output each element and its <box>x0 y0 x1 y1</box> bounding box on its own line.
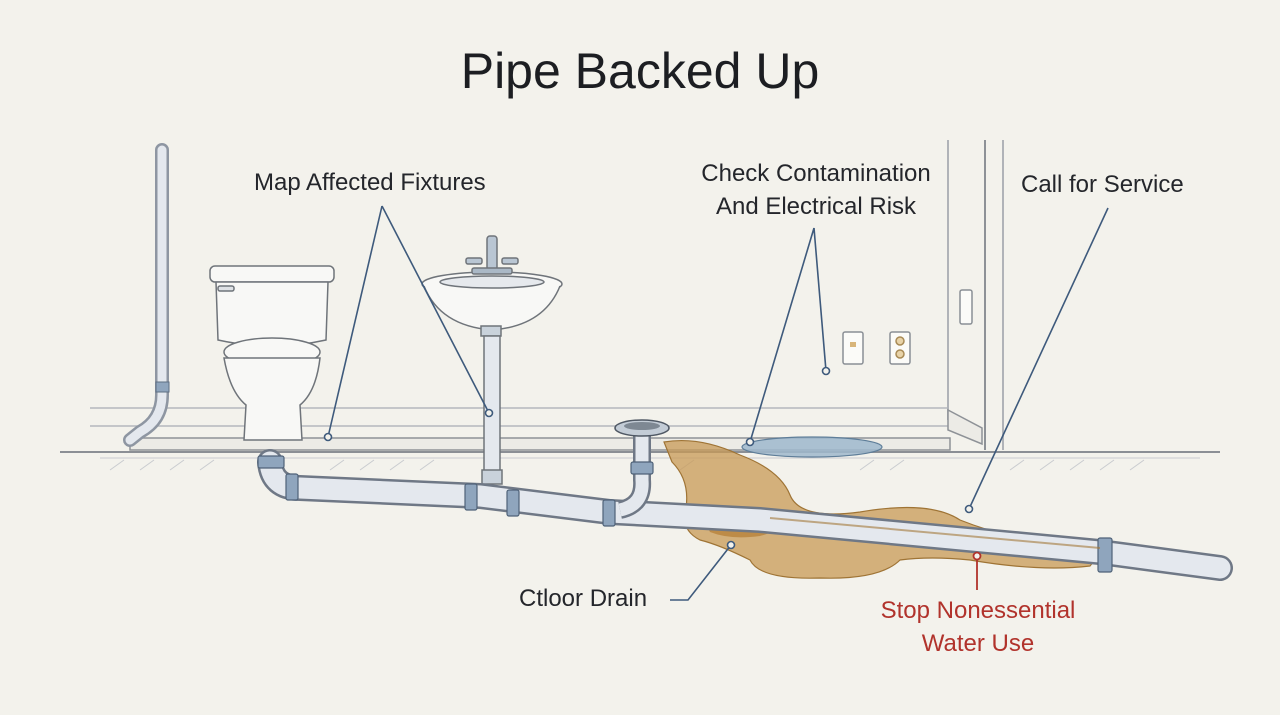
sink-illustration <box>421 235 563 485</box>
toilet-illustration <box>209 265 335 441</box>
label-stop-water-line2: Water Use <box>921 630 1035 657</box>
callout-leader-lines <box>327 205 1109 601</box>
label-map-affected-fixtures: Map Affected Fixtures <box>254 169 486 196</box>
label-check-contamination: Check Contamination And Electrical Risk <box>676 157 956 223</box>
label-stop-nonessential-water-use: Stop Nonessential Water Use <box>850 594 1106 660</box>
stop-water-leader <box>972 551 982 590</box>
label-call-for-service: Call for Service <box>1021 171 1184 198</box>
label-check-contamination-line1: Check Contamination <box>701 160 931 187</box>
label-stop-water-line1: Stop Nonessential <box>880 597 1076 624</box>
page-title: Pipe Backed Up <box>460 43 820 99</box>
main-drain-pipe <box>257 419 1233 581</box>
callout-anchor-dots <box>323 366 974 550</box>
label-floor-drain: Ctloor Drain <box>519 585 648 612</box>
wall-drain-pipe <box>123 143 170 447</box>
wall-outlets <box>842 289 973 365</box>
label-check-contamination-line2: And Electrical Risk <box>715 193 917 220</box>
